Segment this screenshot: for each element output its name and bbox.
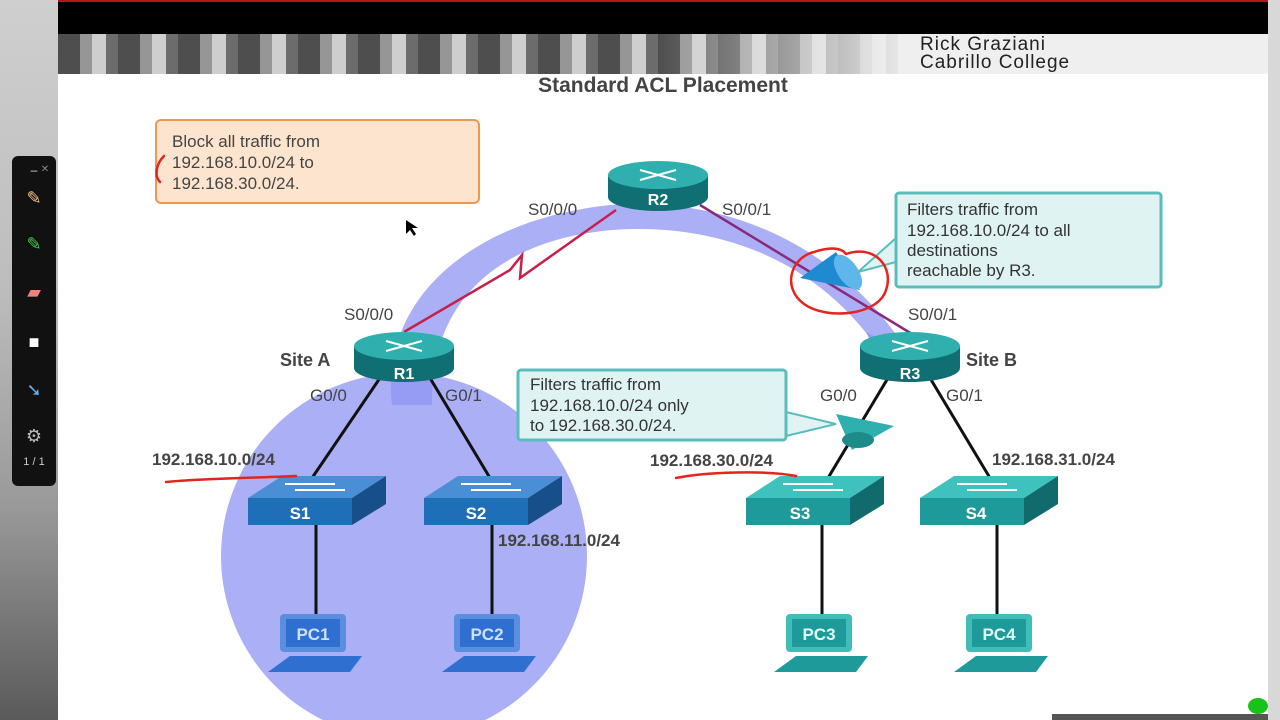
label-r3-g01: G0/1 xyxy=(946,386,983,405)
router-r2-label: R2 xyxy=(648,192,669,209)
callout-g00-filter: Filters traffic from 192.168.10.0/24 onl… xyxy=(516,368,837,442)
slide-title: Standard ACL Placement xyxy=(538,74,788,97)
callout-r3-line4: reachable by R3. xyxy=(907,261,1036,280)
router-r2: R2 xyxy=(608,161,708,211)
annotation-circle-filter xyxy=(789,247,890,315)
presentation-slide: Rick Graziani Cabrillo College Standard … xyxy=(58,0,1268,720)
label-r2-s000: S0/0/0 xyxy=(528,200,577,219)
pc-pc2: PC2 xyxy=(442,614,536,672)
switch-s1-label: S1 xyxy=(290,504,311,523)
highlighter-icon[interactable]: ✎ xyxy=(26,234,42,254)
pc-pc3: PC3 xyxy=(774,614,868,672)
gear-icon[interactable]: ⚙ xyxy=(25,426,43,446)
acl-filter-icon-r3-g00 xyxy=(836,414,894,450)
label-r2-s001: S0/0/1 xyxy=(722,200,771,219)
pc4-label: PC4 xyxy=(982,625,1016,644)
router-r1-label: R1 xyxy=(394,366,415,383)
status-indicator-icon xyxy=(1248,698,1268,714)
slide-top-bar xyxy=(58,0,1268,34)
pc2-label: PC2 xyxy=(470,625,503,644)
label-net-11: 192.168.11.0/24 xyxy=(498,531,621,550)
pointer-icon[interactable]: ➘ xyxy=(26,380,42,400)
switch-s4-label: S4 xyxy=(966,504,987,523)
pc-pc1: PC1 xyxy=(268,614,362,672)
eraser-icon[interactable]: ▰ xyxy=(27,282,41,302)
router-r3: R3 xyxy=(860,332,960,383)
switch-s3-label: S3 xyxy=(790,504,811,523)
minimize-icon[interactable]: – xyxy=(30,163,38,177)
callout-r3-line1: Filters traffic from xyxy=(907,200,1038,219)
background-right-edge xyxy=(1268,0,1280,720)
label-net-31: 192.168.31.0/24 xyxy=(992,450,1115,469)
annotation-bracket xyxy=(155,154,166,184)
label-site-b: Site B xyxy=(966,350,1017,370)
wan-link-r1-r2 xyxy=(403,208,617,334)
label-net-30: 192.168.30.0/24 xyxy=(650,451,773,470)
link-r3-s4 xyxy=(928,377,992,479)
pencil-icon[interactable]: ✎ xyxy=(26,188,42,208)
callout-g00-line2: 192.168.10.0/24 only xyxy=(530,396,689,415)
callout-block-line3: 192.168.30.0/24. xyxy=(172,174,300,193)
banner-fade xyxy=(658,34,918,74)
callout-g00-line1: Filters traffic from xyxy=(530,375,661,394)
traffic-flow-arrow xyxy=(390,203,900,405)
link-r1-s1 xyxy=(310,377,382,479)
annotation-underline-net-30 xyxy=(674,471,798,480)
switch-s4: S4 xyxy=(920,476,1058,525)
label-r1-s000: S0/0/0 xyxy=(344,305,393,324)
switch-s2: S2 xyxy=(424,476,562,525)
author-name: Rick Graziani xyxy=(920,34,1046,55)
callout-block-line2: 192.168.10.0/24 to xyxy=(172,153,314,172)
callout-block-traffic: Block all traffic from 192.168.10.0/24 t… xyxy=(155,119,480,204)
callout-block-line1: Block all traffic from xyxy=(172,132,320,151)
pc3-label: PC3 xyxy=(802,625,835,644)
callout-r3-line2: 192.168.10.0/24 to all xyxy=(907,221,1071,240)
router-r1: R1 xyxy=(354,332,454,383)
close-icon[interactable]: ✕ xyxy=(40,164,50,175)
annotation-underline-net-10 xyxy=(164,474,298,484)
acl-filter-icon-r3-s001 xyxy=(800,252,863,290)
mouse-cursor-icon xyxy=(406,220,418,236)
label-site-a: Site A xyxy=(280,350,330,370)
annotation-toolbar: – ✕ ✎ ✎ ▰ ■ ➘ ⚙ 1 / 1 xyxy=(12,156,56,486)
pen-annotations xyxy=(155,154,890,484)
wan-link-r2-r3 xyxy=(699,203,913,336)
toolbar-page-indicator: 1 / 1 xyxy=(23,456,45,468)
switch-s3: S3 xyxy=(746,476,884,525)
callout-r3-filter: Filters traffic from 192.168.10.0/24 to … xyxy=(857,191,1163,289)
callout-r3-line3: destinations xyxy=(907,241,998,260)
label-r3-g00: G0/0 xyxy=(820,386,857,405)
author-credit: Rick Graziani Cabrillo College xyxy=(920,34,1071,73)
author-college: Cabrillo College xyxy=(920,52,1071,73)
banner-text-area xyxy=(898,34,1268,74)
router-r3-label: R3 xyxy=(900,366,921,383)
switch-s1: S1 xyxy=(248,476,386,525)
pc1-label: PC1 xyxy=(296,625,329,644)
horizontal-scrollbar[interactable] xyxy=(1052,714,1268,720)
label-r1-g01: G0/1 xyxy=(445,386,482,405)
link-r1-s2 xyxy=(428,377,492,479)
callout-g00-line3: to 192.168.30.0/24. xyxy=(530,416,677,435)
pc-pc4: PC4 xyxy=(954,614,1048,672)
network-diagram: R2 R1 R3 S1 S2 xyxy=(152,119,1163,720)
label-r3-s001: S0/0/1 xyxy=(908,305,957,324)
label-net-10: 192.168.10.0/24 xyxy=(152,450,275,469)
whiteboard-icon[interactable]: ■ xyxy=(28,332,40,352)
switch-s2-label: S2 xyxy=(466,504,487,523)
label-r1-g00: G0/0 xyxy=(310,386,347,405)
